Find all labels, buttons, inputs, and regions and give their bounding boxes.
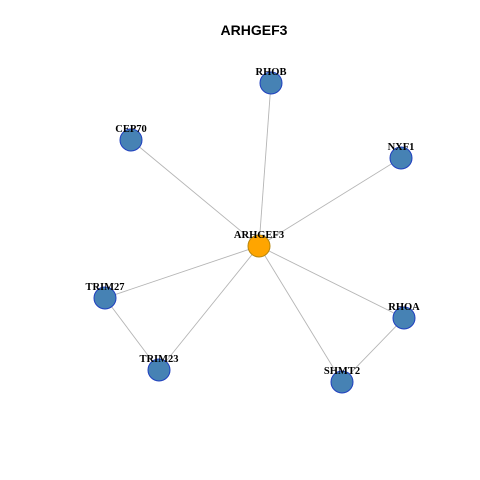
node-shmt2 [330,370,354,394]
edge-arhgef3-shmt2 [258,245,343,383]
graph-title: ARHGEF3 [221,22,288,38]
node-label-rhob: RHOB [256,67,287,78]
node-trim23 [147,358,171,382]
edge-trim27-trim23 [104,297,160,371]
edge-arhgef3-rhoa [258,245,405,319]
node-arhgef3 [247,234,271,258]
edge-arhgef3-trim23 [158,245,260,371]
node-trim27 [93,286,117,310]
node-rhoa [392,306,416,330]
node-label-rhoa: RHOA [388,302,420,313]
edge-arhgef3-rhob [258,82,272,247]
edge-arhgef3-cep70 [130,139,260,247]
node-label-nxf1: NXF1 [388,142,415,153]
node-label-shmt2: SHMT2 [324,366,360,377]
node-label-arhgef3: ARHGEF3 [234,230,284,241]
edge-arhgef3-trim27 [104,245,260,299]
edge-arhgef3-nxf1 [258,157,402,247]
node-label-cep70: CEP70 [115,124,147,135]
node-rhob [259,71,283,95]
node-label-trim27: TRIM27 [85,282,124,293]
edge-rhoa-shmt2 [341,317,405,383]
node-label-trim23: TRIM23 [139,354,178,365]
edge-layer [104,82,405,383]
node-cep70 [119,128,143,152]
node-nxf1 [389,146,413,170]
node-layer [93,71,416,394]
